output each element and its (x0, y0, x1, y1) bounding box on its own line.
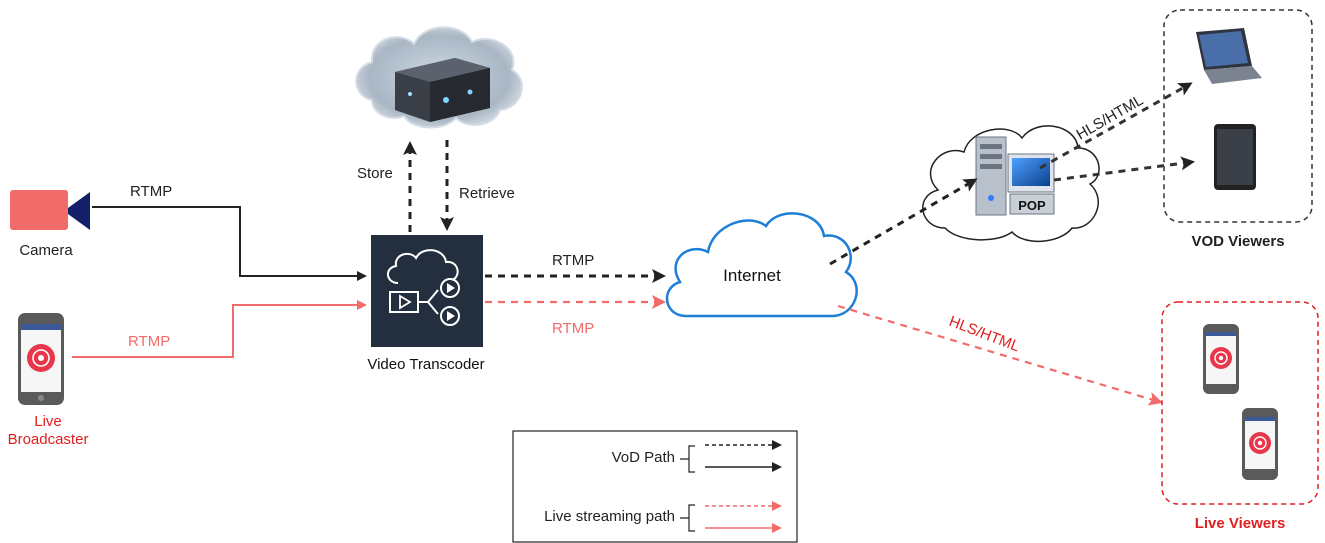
broadcaster-label-line2: Broadcaster (8, 431, 89, 448)
legend-vod-label: VoD Path (612, 449, 675, 466)
live-viewers-group (1161, 301, 1319, 505)
legend: VoD Path Live streaming path (512, 430, 798, 543)
retrieve-label: Retrieve (459, 185, 515, 202)
vod-viewers-label: VOD Viewers (1191, 233, 1284, 250)
broadcaster-rtmp-label: RTMP (128, 333, 170, 350)
transcoder-icon (371, 235, 483, 347)
camera-to-transcoder-edge (92, 206, 367, 281)
pop-cloud-icon (922, 125, 1100, 243)
store-label: Store (357, 165, 393, 182)
legend-live-label: Live streaming path (544, 508, 675, 525)
pop-hls-label: HLS/HTML (1074, 92, 1147, 144)
live-viewers-label: Live Viewers (1195, 515, 1286, 532)
pop-label: POP (1018, 198, 1046, 213)
vod-viewers-group (1163, 9, 1313, 223)
pop-to-tablet-edge (1053, 156, 1195, 182)
camera-icon (10, 190, 90, 230)
transcoder-label: Video Transcoder (367, 356, 484, 373)
camera-label: Camera (19, 242, 73, 259)
laptop-icon (1196, 28, 1262, 84)
internet-hls-label: HLS/HTML (947, 313, 1022, 355)
camera-rtmp-label: RTMP (130, 183, 172, 200)
tablet-icon (1214, 124, 1256, 190)
broadcaster-label-line1: Live (34, 413, 62, 430)
internet-to-live-edge (837, 304, 1163, 406)
broadcaster-to-transcoder-edge (72, 300, 367, 358)
live-viewer-phone-2-icon (1242, 408, 1278, 480)
internet-to-pop-edge (829, 178, 978, 266)
broadcaster-phone-icon (18, 313, 64, 405)
storage-cloud-icon (355, 26, 523, 129)
transcoder-rtmp-vod-label: RTMP (552, 252, 594, 269)
legend-live-bracket (680, 504, 695, 532)
live-viewer-phone-1-icon (1203, 324, 1239, 394)
pop-to-laptop-edge (1039, 82, 1193, 170)
internet-cloud-icon (665, 212, 858, 318)
legend-vod-bracket (680, 445, 695, 473)
internet-label: Internet (723, 266, 781, 285)
transcoder-rtmp-live-label: RTMP (552, 320, 594, 337)
